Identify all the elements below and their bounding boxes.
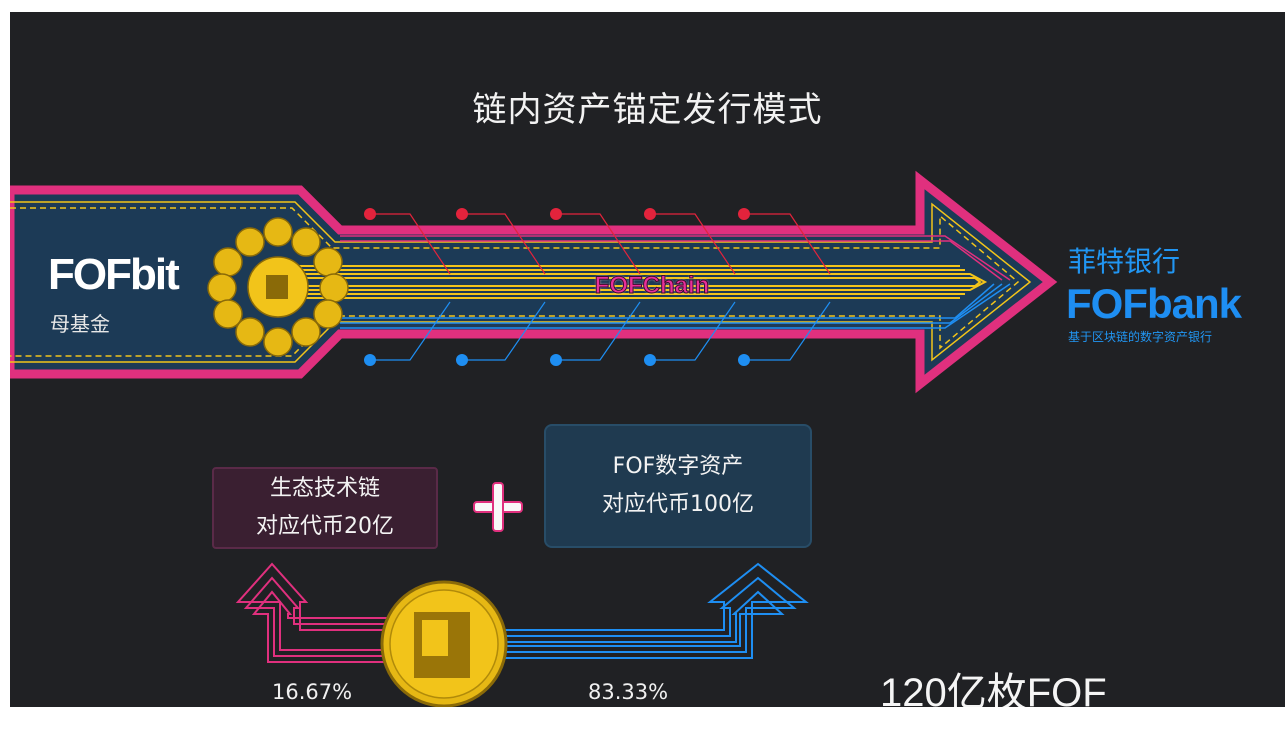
- blue-node: [456, 354, 468, 366]
- diagram-canvas: 链内资产锚定发行模式 FOFbit 母基金 FOFChain 菲特银行 FOFb…: [10, 12, 1285, 707]
- fofchain-gold-band: [260, 265, 988, 299]
- magenta-split-arrow: [235, 562, 390, 663]
- red-node-dots: [364, 208, 750, 220]
- red-node: [738, 208, 750, 220]
- fofbit-subtitle: 母基金: [50, 312, 110, 336]
- blue-node: [738, 354, 750, 366]
- fof-asset-box: FOF数字资产 对应代币100亿: [544, 424, 812, 548]
- arrow-inner-outline: [10, 201, 1032, 363]
- bank-tagline: 基于区块链的数字资产银行: [1068, 330, 1213, 344]
- blue-node: [644, 354, 656, 366]
- fof-box-line1: FOF数字资产: [612, 454, 744, 479]
- fofbit-logo: FOFbit: [48, 250, 180, 299]
- eco-box-line2: 对应代币20亿: [256, 514, 394, 539]
- arrow-head-blue-stripes: [340, 283, 1011, 329]
- blue-circuit-nodes: [370, 301, 831, 361]
- page-title: 链内资产锚定发行模式: [472, 90, 823, 130]
- red-circuit-nodes: [370, 213, 831, 275]
- plus-icon: [473, 482, 523, 532]
- blue-node: [364, 354, 376, 366]
- fof-box-line2: 对应代币100亿: [602, 492, 754, 517]
- fofchain-label: FOFChain: [594, 272, 710, 300]
- bank-name: 菲特银行: [1068, 245, 1181, 278]
- fofbank-logo: FOFbank: [1066, 280, 1242, 327]
- right-percentage: 83.33%: [588, 680, 669, 704]
- arrow-head-magenta-stripes: [340, 235, 1011, 281]
- blue-node-dots: [364, 354, 750, 366]
- coin-cluster: [207, 217, 349, 357]
- red-node: [364, 208, 376, 220]
- blue-split-arrow: [500, 562, 809, 659]
- blue-node: [550, 354, 562, 366]
- diagram-artwork: [10, 170, 1058, 707]
- total-supply: 120亿枚FOF: [880, 671, 1107, 707]
- red-node: [456, 208, 468, 220]
- eco-box-line1: 生态技术链: [269, 476, 380, 501]
- eco-chain-box: 生态技术链 对应代币20亿: [212, 467, 438, 549]
- central-coin-icon: [380, 580, 508, 707]
- red-node: [644, 208, 656, 220]
- left-percentage: 16.67%: [272, 680, 353, 704]
- red-node: [550, 208, 562, 220]
